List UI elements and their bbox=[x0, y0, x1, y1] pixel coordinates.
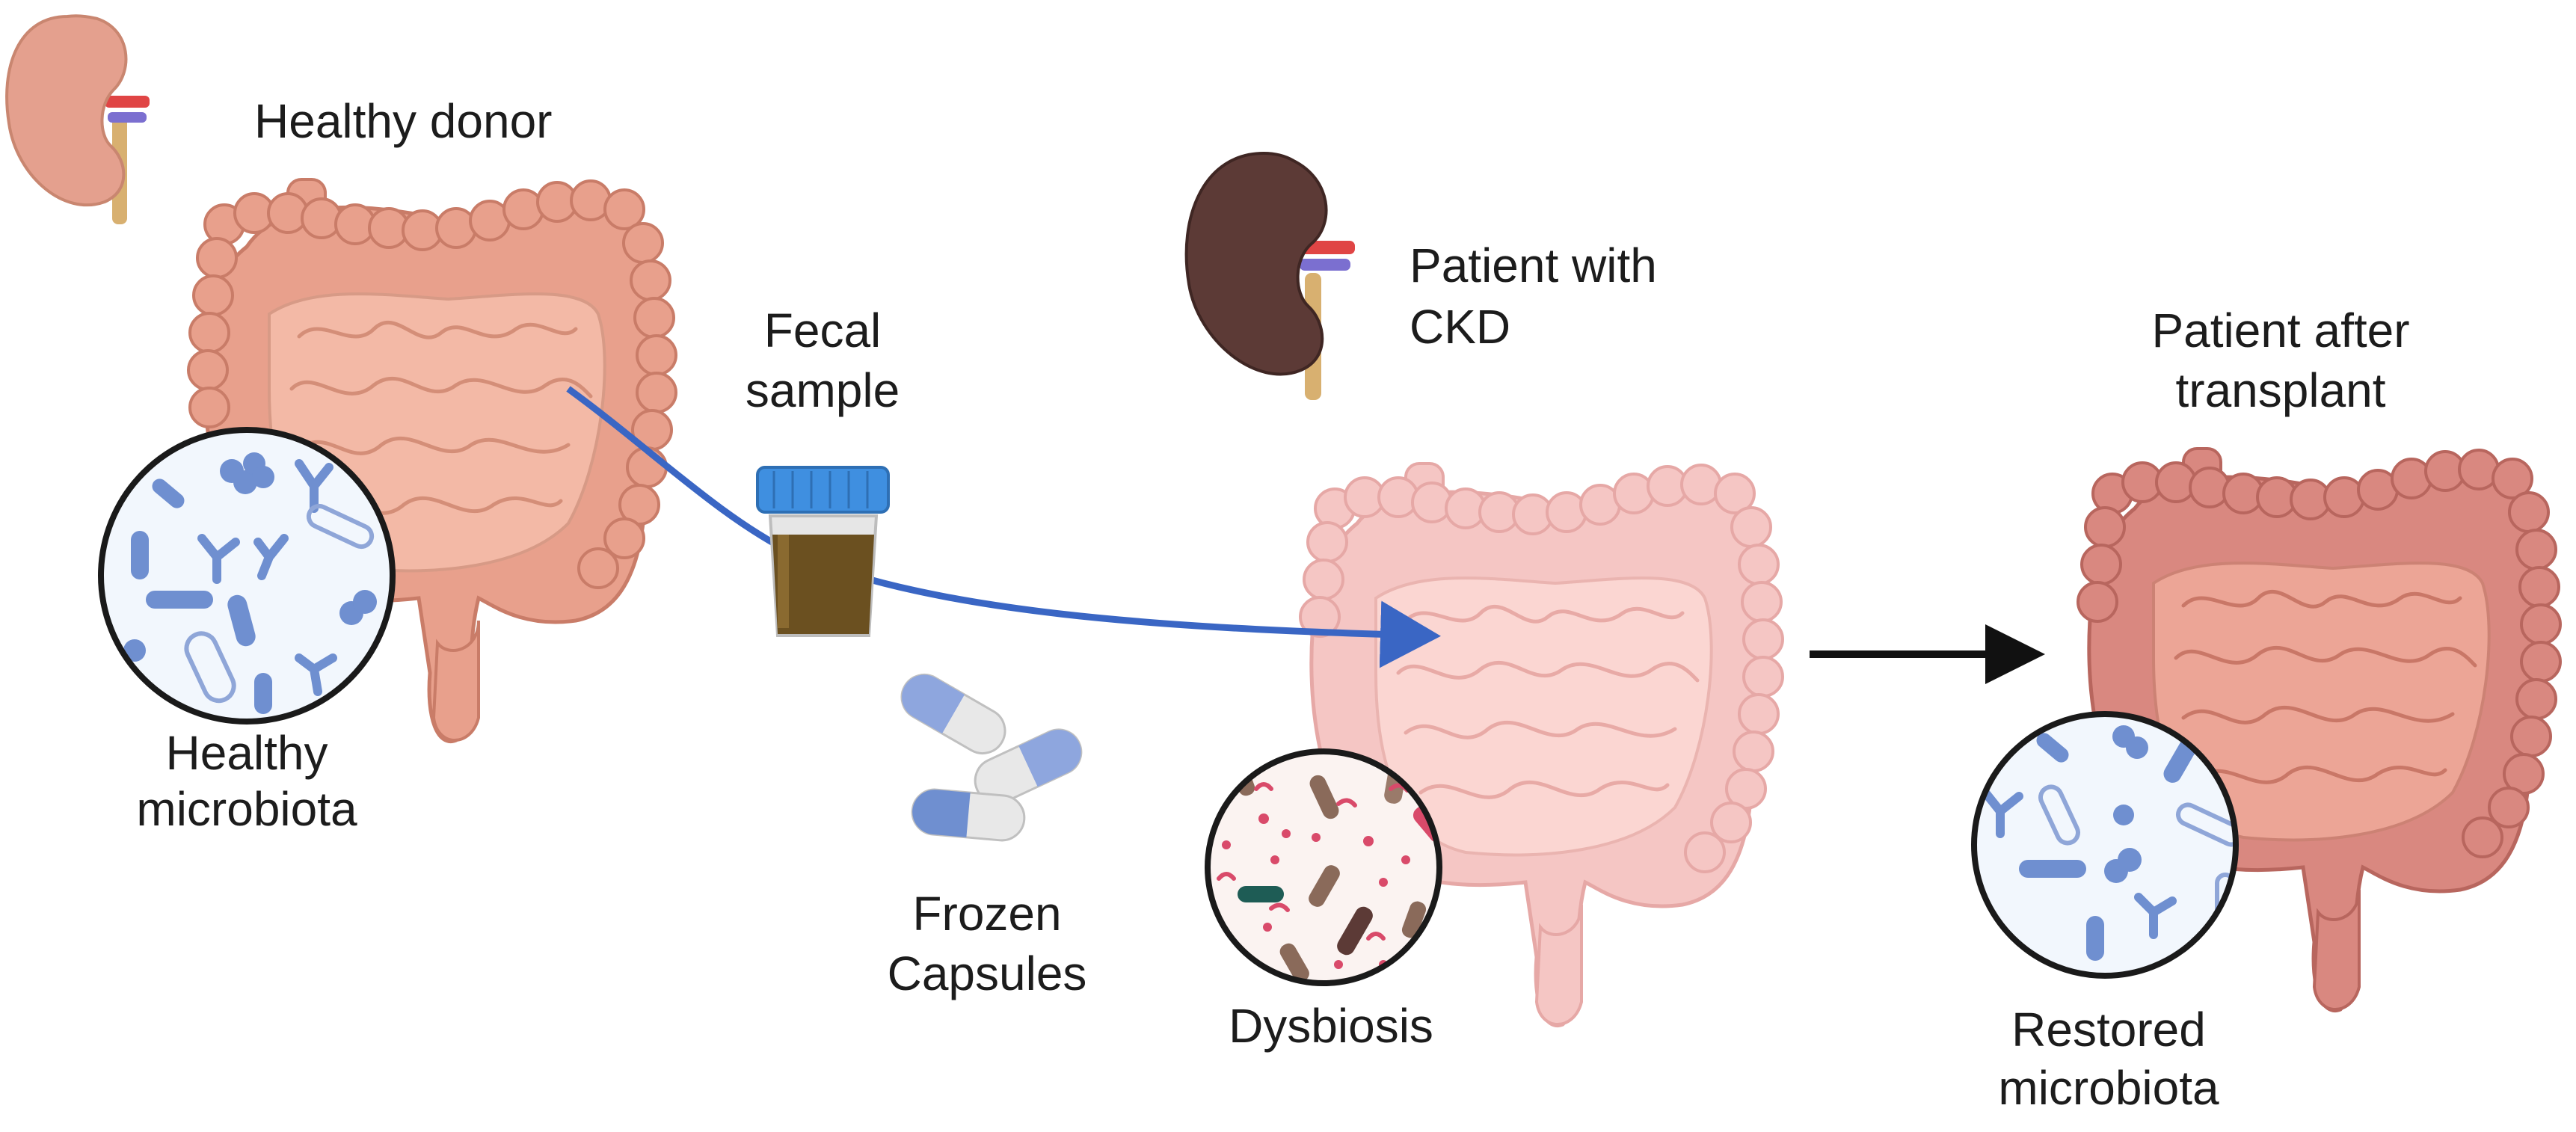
dysbiosis-label: Dysbiosis bbox=[1229, 999, 1433, 1053]
fecal-sample-label-line1: Fecal bbox=[763, 304, 882, 357]
intestine-healthy-donor bbox=[187, 178, 677, 743]
diseased-kidney-icon bbox=[1184, 151, 1355, 400]
patient-after-label-line2: transplant bbox=[2175, 363, 2386, 417]
healthy-kidney-icon bbox=[5, 14, 150, 224]
healthy-donor-label: Healthy donor bbox=[254, 94, 553, 148]
patient-after-label-line1: Patient after bbox=[2151, 304, 2410, 357]
frozen-capsules-label-line2: Capsules bbox=[887, 947, 1087, 1000]
healthy-microbiota-label-line2: microbiota bbox=[136, 782, 357, 836]
restored-microbiota-label-line1: Restored bbox=[2011, 1003, 2206, 1056]
healthy-microbiota-circle-icon bbox=[98, 427, 396, 725]
frozen-capsules-label-line1: Frozen bbox=[912, 887, 1062, 941]
fecal-sample-jar-icon bbox=[756, 466, 890, 637]
dysbiosis-circle-icon bbox=[1205, 748, 1442, 986]
transfer-arrow-icon bbox=[566, 386, 1441, 668]
patient-ckd-label-line2: CKD bbox=[1410, 300, 1511, 354]
capsule-icon bbox=[900, 674, 1083, 842]
patient-ckd-label-line1: Patient with bbox=[1410, 239, 1657, 292]
intestine-after-transplant bbox=[2077, 447, 2562, 1012]
restored-microbiota-label-line2: microbiota bbox=[1998, 1061, 2219, 1115]
fecal-sample-label-line2: sample bbox=[745, 363, 900, 417]
healthy-microbiota-label-line1: Healthy bbox=[165, 726, 328, 780]
